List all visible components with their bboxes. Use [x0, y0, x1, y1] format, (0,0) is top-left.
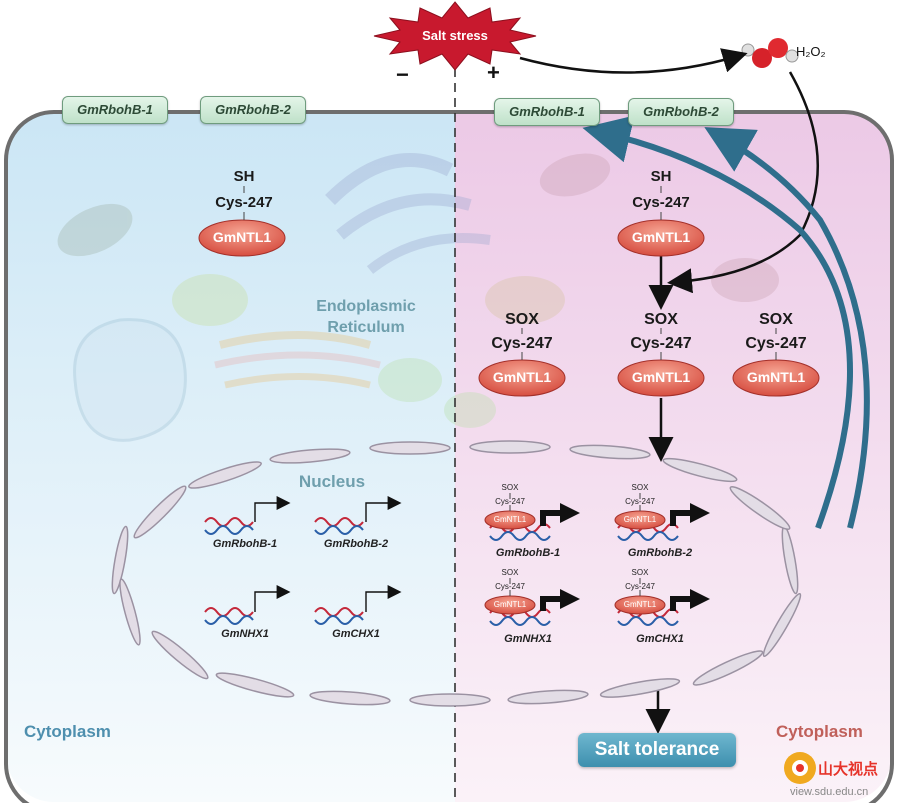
- bound-ntl-4: GmNTL1: [623, 600, 657, 609]
- cytoplasm-label-left: Cytoplasm: [24, 722, 111, 741]
- bound-cys-4: Cys-247: [625, 582, 655, 591]
- cys-label-1: Cys-247: [491, 335, 553, 352]
- right-ntl1-label: GmNTL1: [631, 229, 691, 245]
- watermark-url: view.sdu.edu.cn: [790, 786, 869, 798]
- bound-sox-4: SOX: [631, 568, 649, 577]
- feedback-arrow-rbohb2: [704, 127, 870, 529]
- arrow-salt-to-h2o2: [519, 48, 748, 74]
- nuclear-envelope: [111, 440, 802, 707]
- nucleus-label: Nucleus: [298, 472, 366, 491]
- h2o2-label: H₂O₂: [796, 44, 826, 59]
- bound-ntl-2: GmNTL1: [623, 515, 657, 524]
- bound-ntl-3: GmNTL1: [493, 600, 527, 609]
- sox-label-1: SOX: [505, 311, 539, 328]
- right-sh-label: SH: [650, 168, 672, 185]
- left-ntl1-label: GmNTL1: [212, 229, 272, 245]
- left-sh-label: SH: [233, 168, 255, 185]
- gene-left-chx1: GmCHX1: [332, 628, 380, 640]
- er-label-line1: Endoplasmic: [316, 298, 416, 315]
- minus-sign: −: [396, 62, 409, 87]
- left-cys-label: Cys-247: [215, 194, 273, 211]
- salt-stress-label: Salt stress: [422, 28, 488, 43]
- cys-label-3: Cys-247: [745, 335, 807, 352]
- feedback-arrow-rbohb1: [582, 115, 853, 530]
- sox-label-2: SOX: [644, 311, 678, 328]
- gene-left-rbohb2: GmRbohB-2: [323, 538, 389, 550]
- membrane-rbohb1-left: GmRbohB-1: [62, 96, 168, 124]
- ntl1-label-3: GmNTL1: [746, 369, 806, 385]
- salt-tolerance-box: Salt tolerance: [578, 733, 736, 767]
- er-label-line2: Reticulum: [327, 319, 405, 336]
- bound-cys-3: Cys-247: [495, 582, 525, 591]
- gene-right-chx1: GmCHX1: [636, 633, 684, 645]
- gene-left-rbohb1: GmRbohB-1: [212, 538, 278, 550]
- sox-label-3: SOX: [759, 311, 793, 328]
- h2o2-molecule: [741, 38, 799, 68]
- plus-sign: +: [487, 60, 500, 85]
- bound-cys-1: Cys-247: [495, 497, 525, 506]
- ntl1-label-1: GmNTL1: [492, 369, 552, 385]
- cys-label-2: Cys-247: [630, 335, 692, 352]
- bound-sox-2: SOX: [631, 483, 649, 492]
- membrane-rbohb2-left: GmRbohB-2: [200, 96, 306, 124]
- promoter-arrows-left: [254, 496, 402, 612]
- bound-sox-3: SOX: [501, 568, 519, 577]
- gene-right-rbohb1: GmRbohB-1: [495, 547, 561, 559]
- ntl1-label-2: GmNTL1: [631, 369, 691, 385]
- right-cys-label: Cys-247: [632, 194, 690, 211]
- membrane-rbohb2-right: GmRbohB-2: [628, 98, 734, 126]
- bound-sox-1: SOX: [501, 483, 519, 492]
- gene-right-nhx1: GmNHX1: [504, 633, 552, 645]
- bound-ntl-1: GmNTL1: [493, 515, 527, 524]
- plasma-membrane: [4, 110, 894, 803]
- membrane-rbohb1-right: GmRbohB-1: [494, 98, 600, 126]
- cytoplasm-label-right: Cytoplasm: [776, 722, 863, 741]
- watermark-name: 山大视点: [818, 761, 879, 778]
- background-organelles: [57, 153, 779, 442]
- arrow-h2o2-to-ntl1: [667, 71, 820, 294]
- watermark-logo: [784, 752, 816, 784]
- cys-connectors: [243, 186, 777, 596]
- salt-stress-burst: [373, 1, 537, 71]
- bound-cys-2: Cys-247: [625, 497, 655, 506]
- gene-right-rbohb2: GmRbohB-2: [627, 547, 693, 559]
- gene-left-nhx1: GmNHX1: [221, 628, 269, 640]
- promoter-arrows-right: [540, 503, 710, 611]
